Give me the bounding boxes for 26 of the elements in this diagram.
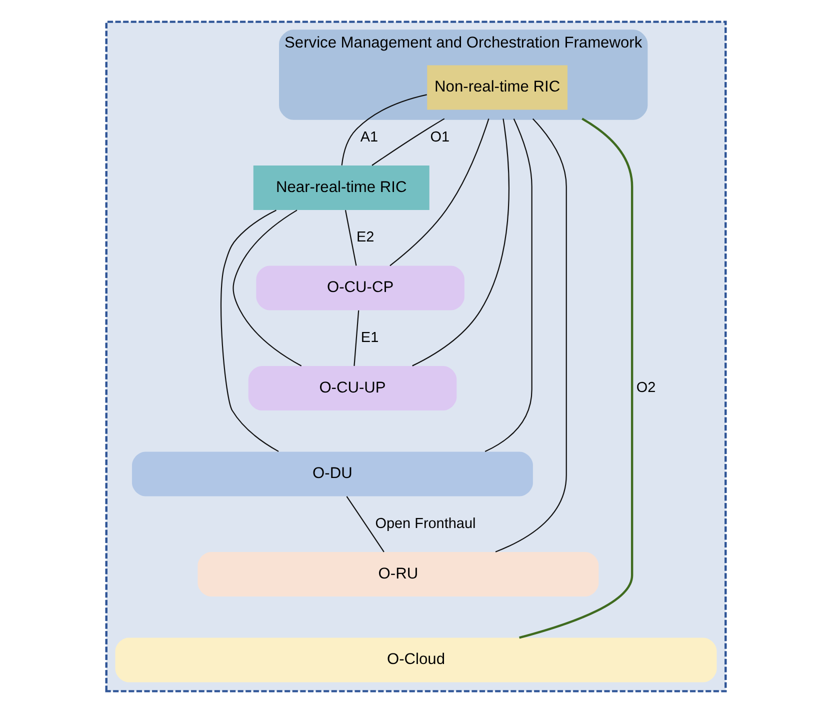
edge-label: E1 [360,330,378,346]
node-box: Non-real-time RIC [426,65,567,110]
edge-label: E2 [356,230,374,246]
connector [484,118,532,452]
connector [344,210,356,266]
node-box: O-CU-UP [248,366,456,411]
node-box: O-RU [197,552,598,597]
connector [412,118,509,366]
connector [518,118,633,639]
edge-label: O1 [430,129,450,146]
connector [220,210,278,452]
connector [340,94,426,166]
node-box: Near-real-time RIC [252,165,429,210]
connector [232,210,302,366]
node-box: O-Cloud [114,638,716,682]
connector [494,118,566,552]
connector [353,310,359,366]
cluster [104,20,726,692]
connector [371,118,444,166]
edge-label: Open Fronthaul [374,516,476,532]
edge-label: O2 [636,380,656,396]
connector [346,496,384,552]
node-box: O-CU-CP [256,266,464,310]
connector [389,118,489,266]
edge-label: A1 [360,129,378,146]
node-box: O-DU [131,452,532,496]
